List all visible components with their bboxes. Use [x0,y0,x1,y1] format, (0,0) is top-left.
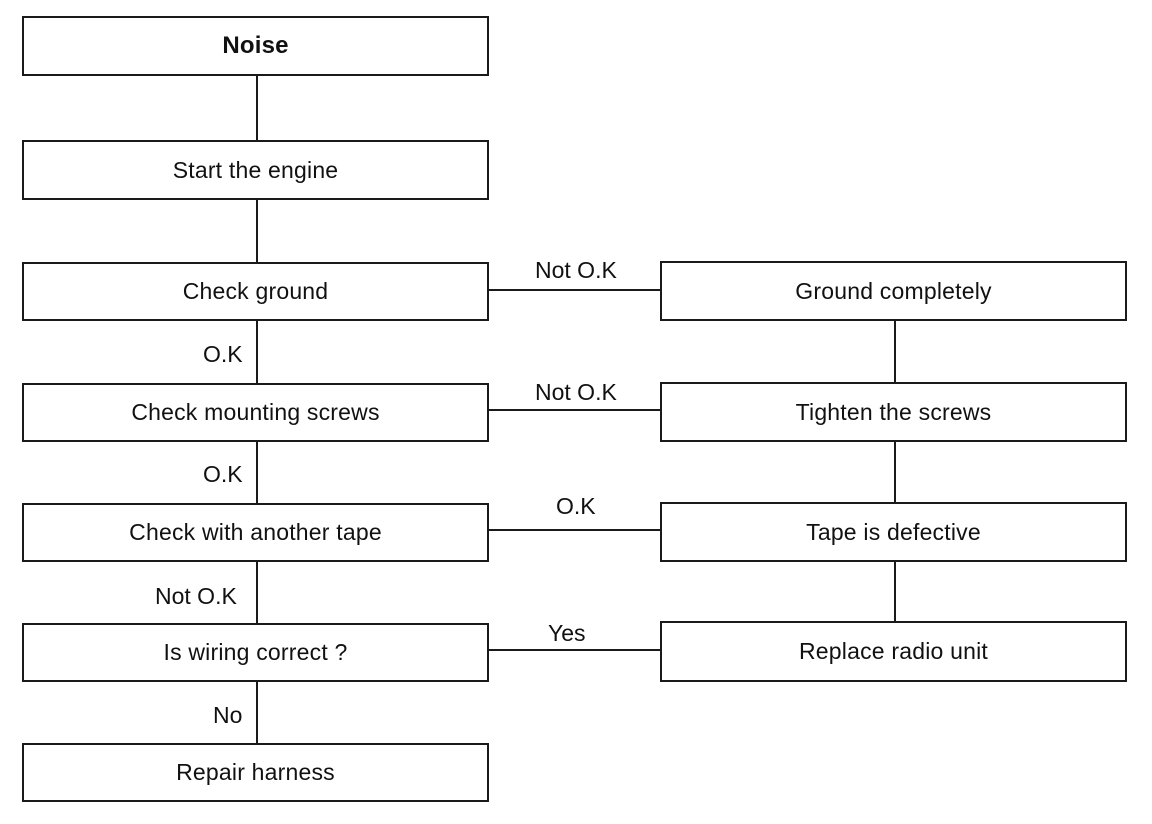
box-check-mounting-screws: Check mounting screws [22,383,489,442]
label-tape-ok: O.K [556,493,596,519]
box-ground-completely: Ground completely [660,261,1127,321]
box-tighten-screws: Tighten the screws [660,382,1127,442]
box-noise: Noise [22,16,489,76]
box-replace-radio: Replace radio unit [660,621,1127,682]
box-start-engine: Start the engine [22,140,489,200]
label-tape-not-ok: Not O.K [155,583,237,609]
label-wiring-yes: Yes [548,620,586,646]
label-wiring-no: No [213,702,243,728]
box-check-another-tape: Check with another tape [22,503,489,562]
label-ground-not-ok: Not O.K [535,257,617,283]
box-wiring-correct: Is wiring correct ? [22,623,489,682]
label-screws-ok: O.K [203,461,243,487]
label-screws-not-ok: Not O.K [535,379,617,405]
box-check-ground: Check ground [22,262,489,321]
label-ground-ok: O.K [203,341,243,367]
box-repair-harness: Repair harness [22,743,489,802]
box-tape-defective: Tape is defective [660,502,1127,562]
